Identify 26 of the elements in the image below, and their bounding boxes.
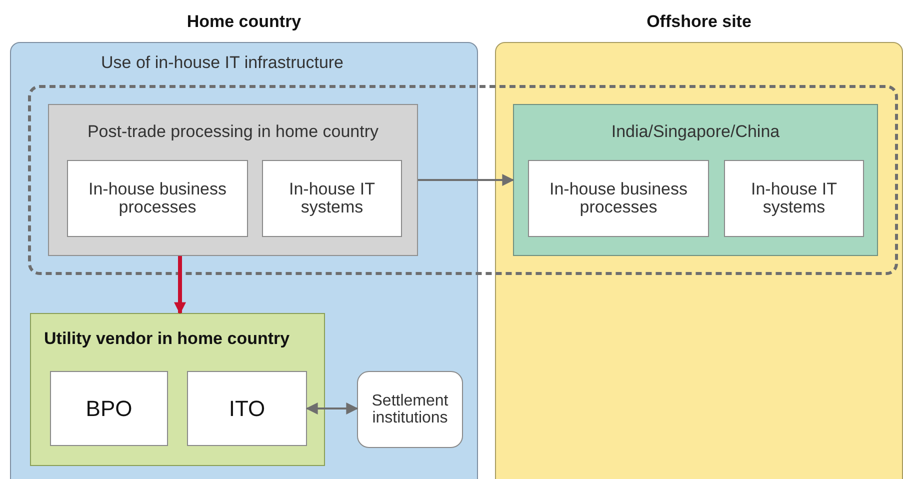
- process-box: [724, 160, 864, 237]
- group-title: India/Singapore/China: [610, 123, 781, 142]
- group-box: [48, 104, 418, 256]
- region-heading: Offshore site: [646, 13, 752, 32]
- group-title: Utility vendor in home country: [44, 330, 290, 349]
- box-label: In-house business processes: [548, 180, 688, 218]
- box-label: ITO: [228, 396, 266, 421]
- box-label: BPO: [84, 396, 134, 421]
- box-label: In-house IT systems: [750, 180, 838, 218]
- institution-box: [357, 371, 463, 448]
- arrow: [418, 174, 514, 186]
- arrow: [174, 256, 186, 314]
- region-label: Use of in-house IT infrastructure: [101, 54, 344, 73]
- vendor-box: [30, 313, 325, 466]
- box-label: In-house IT systems: [288, 180, 376, 218]
- process-box: [187, 371, 307, 446]
- group-title: Post-trade processing in home country: [86, 123, 380, 142]
- process-box: [262, 160, 402, 237]
- process-box: [67, 160, 248, 237]
- arrow: [306, 402, 358, 414]
- region-heading: Home country: [186, 13, 302, 32]
- process-box: [528, 160, 709, 237]
- box-label: In-house business processes: [88, 180, 228, 218]
- group-box: [513, 104, 878, 256]
- process-box: [50, 371, 168, 446]
- box-label: Settlement institutions: [370, 392, 450, 428]
